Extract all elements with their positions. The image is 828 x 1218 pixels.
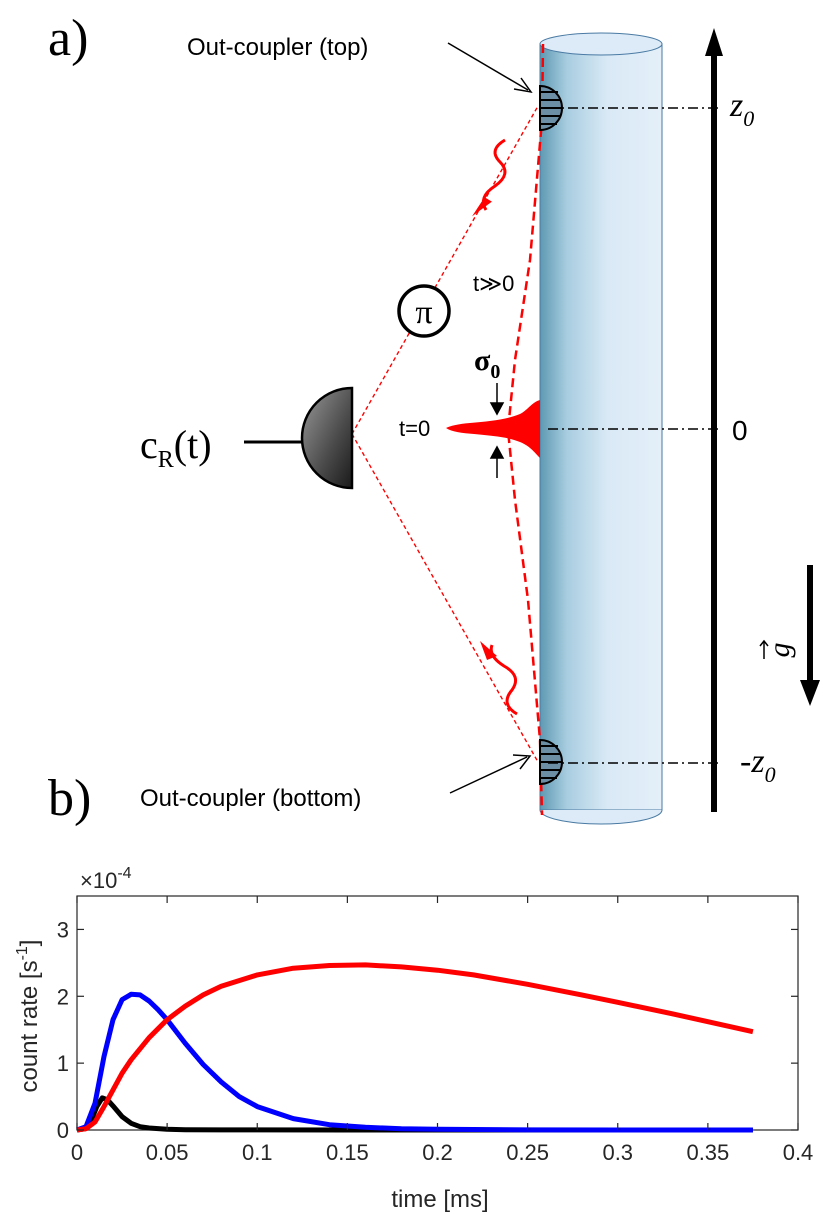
plot-area [76, 895, 799, 1131]
x-axis-label: time [ms] [391, 1186, 488, 1213]
y-axis-label: count rate [s-1] [14, 940, 43, 1093]
chart: 0 0.05 0.1 0.15 0.2 0.25 0.3 0.35 0.4 0 1 2 3 ×10-4… [14, 865, 813, 1213]
reference-lines [548, 107, 722, 764]
out-coupler-bottom-label: Out-coupler (bottom) [140, 785, 361, 812]
detector [244, 386, 354, 490]
time-large-label: t≫0 [473, 271, 514, 296]
tick-layer [76, 896, 799, 1131]
photon-bottom [480, 641, 518, 716]
z-mid-label: 0 [732, 415, 748, 446]
series-line-1 [76, 991, 753, 1133]
x-tick-labels: 0 0.05 0.1 0.15 0.2 0.25 0.3 0.35 0.4 [71, 1140, 813, 1165]
time-zero-label: t=0 [399, 416, 430, 441]
x-tick-label: 0.05 [146, 1140, 189, 1165]
z-top-label: z0 [729, 87, 754, 131]
x-tick-label: 0.2 [422, 1140, 453, 1165]
gravity-arrow [800, 565, 820, 706]
expanded-cloud-profile [506, 43, 545, 816]
exponent-label: ×10-4 [80, 865, 132, 893]
svg-text:count rate [s-1]: count rate [s-1] [14, 940, 43, 1093]
z-axis-arrow [705, 28, 723, 812]
y-tick-label: 3 [57, 917, 69, 942]
atom-cloud [446, 400, 540, 458]
x-tick-label: 0.1 [242, 1140, 273, 1165]
out-coupler-top-arrow [447, 42, 533, 94]
panel-a: a) cR(t) π [48, 10, 820, 825]
x-tick-label: 0.35 [686, 1140, 729, 1165]
x-tick-label: 0.4 [783, 1140, 814, 1165]
svg-text:g: g [763, 643, 796, 658]
detector-signal-label: cR(t) [140, 422, 212, 473]
x-tick-label: 0 [71, 1140, 83, 1165]
x-tick-label: 0.25 [506, 1140, 549, 1165]
gravity-label: g [759, 639, 796, 659]
sigma-label: σ0 [474, 344, 500, 383]
pi-symbol: π [415, 294, 432, 331]
series-line-2 [76, 962, 754, 1133]
out-coupler-bottom [539, 738, 563, 786]
pi-pulse-marker: π [397, 284, 451, 338]
x-tick-label: 0.3 [602, 1140, 633, 1165]
y-tick-label: 0 [57, 1118, 69, 1143]
x-tick-label: 0.15 [326, 1140, 369, 1165]
z-bottom-label: -z0 [740, 743, 776, 787]
panel-b: b) 0 0.05 0.1 0.15 0.2 0.25 0.3 0.35 0.4 0 1 2 3 ×1… [14, 770, 813, 1213]
y-tick-label: 1 [57, 1051, 69, 1076]
out-coupler-top-label: Out-coupler (top) [187, 34, 368, 61]
y-tick-labels: 0 1 2 3 [57, 917, 69, 1143]
photon-top [472, 138, 507, 217]
y-tick-label: 2 [57, 984, 69, 1009]
out-coupler-bottom-arrow [449, 754, 532, 794]
sigma-arrows [489, 383, 505, 478]
panel-b-label: b) [48, 770, 91, 827]
waveguide-cylinder [539, 32, 663, 825]
panel-a-label: a) [48, 10, 88, 67]
series-layer [76, 962, 754, 1133]
